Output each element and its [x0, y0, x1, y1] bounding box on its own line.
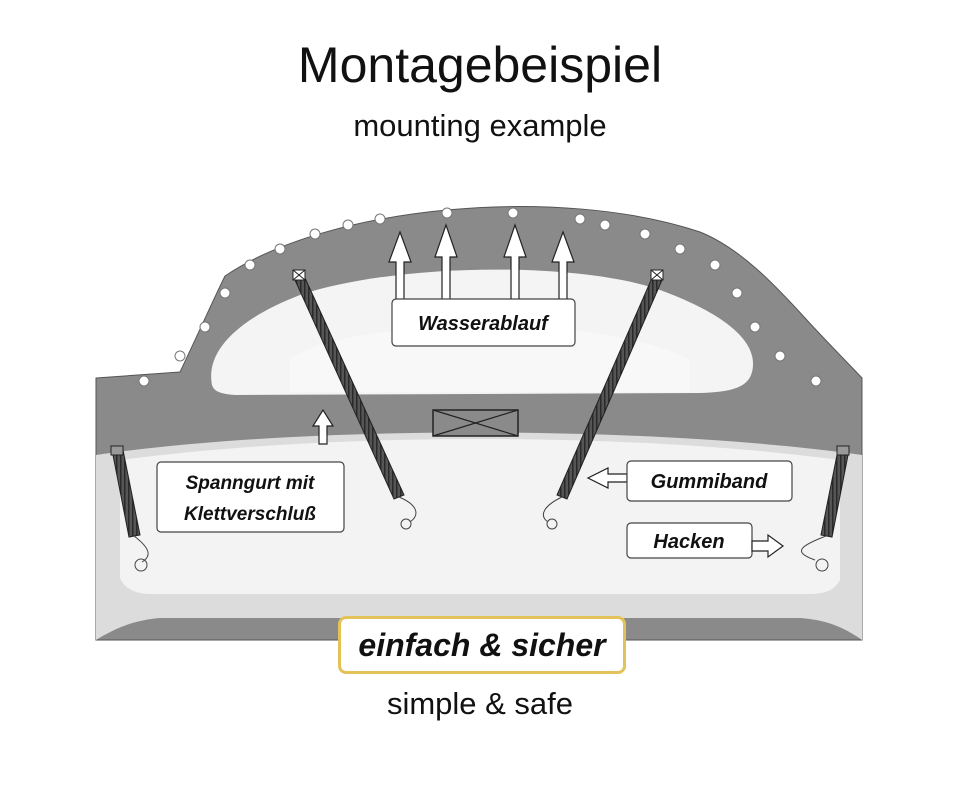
- label-water-drain-text: Wasserablauf: [418, 313, 550, 335]
- arch-window-highlight: [290, 326, 690, 392]
- tagline-en: simple & safe: [386, 686, 574, 721]
- page-subtitle: mounting example: [353, 108, 607, 143]
- drain-holes: [138, 207, 822, 387]
- label-hook-text: Hacken: [653, 531, 724, 553]
- strap-left-diagonal: [292, 269, 417, 530]
- drain-arrows: [388, 223, 575, 301]
- label-strap-line1: Spanngurt mit: [186, 473, 315, 494]
- label-water-drain: Wasserablauf: [391, 298, 576, 347]
- label-rubber-band: Gummiband: [586, 460, 793, 502]
- tagline-de: einfach & sicher: [358, 626, 606, 663]
- page-title: Montagebeispiel: [297, 37, 663, 93]
- center-clip: [432, 409, 519, 437]
- label-strap-line2: Klettverschluß: [184, 504, 316, 525]
- strap-right-diagonal: [543, 269, 664, 530]
- tagline-box: einfach & sicher: [338, 616, 626, 674]
- strap-right-outer: [801, 445, 850, 572]
- strap-left-outer: [110, 445, 149, 572]
- label-strap: Spanngurt mit Klettverschluß: [156, 408, 345, 533]
- label-hook: Hacken: [626, 522, 785, 559]
- label-rubber-band-text: Gummiband: [651, 471, 768, 493]
